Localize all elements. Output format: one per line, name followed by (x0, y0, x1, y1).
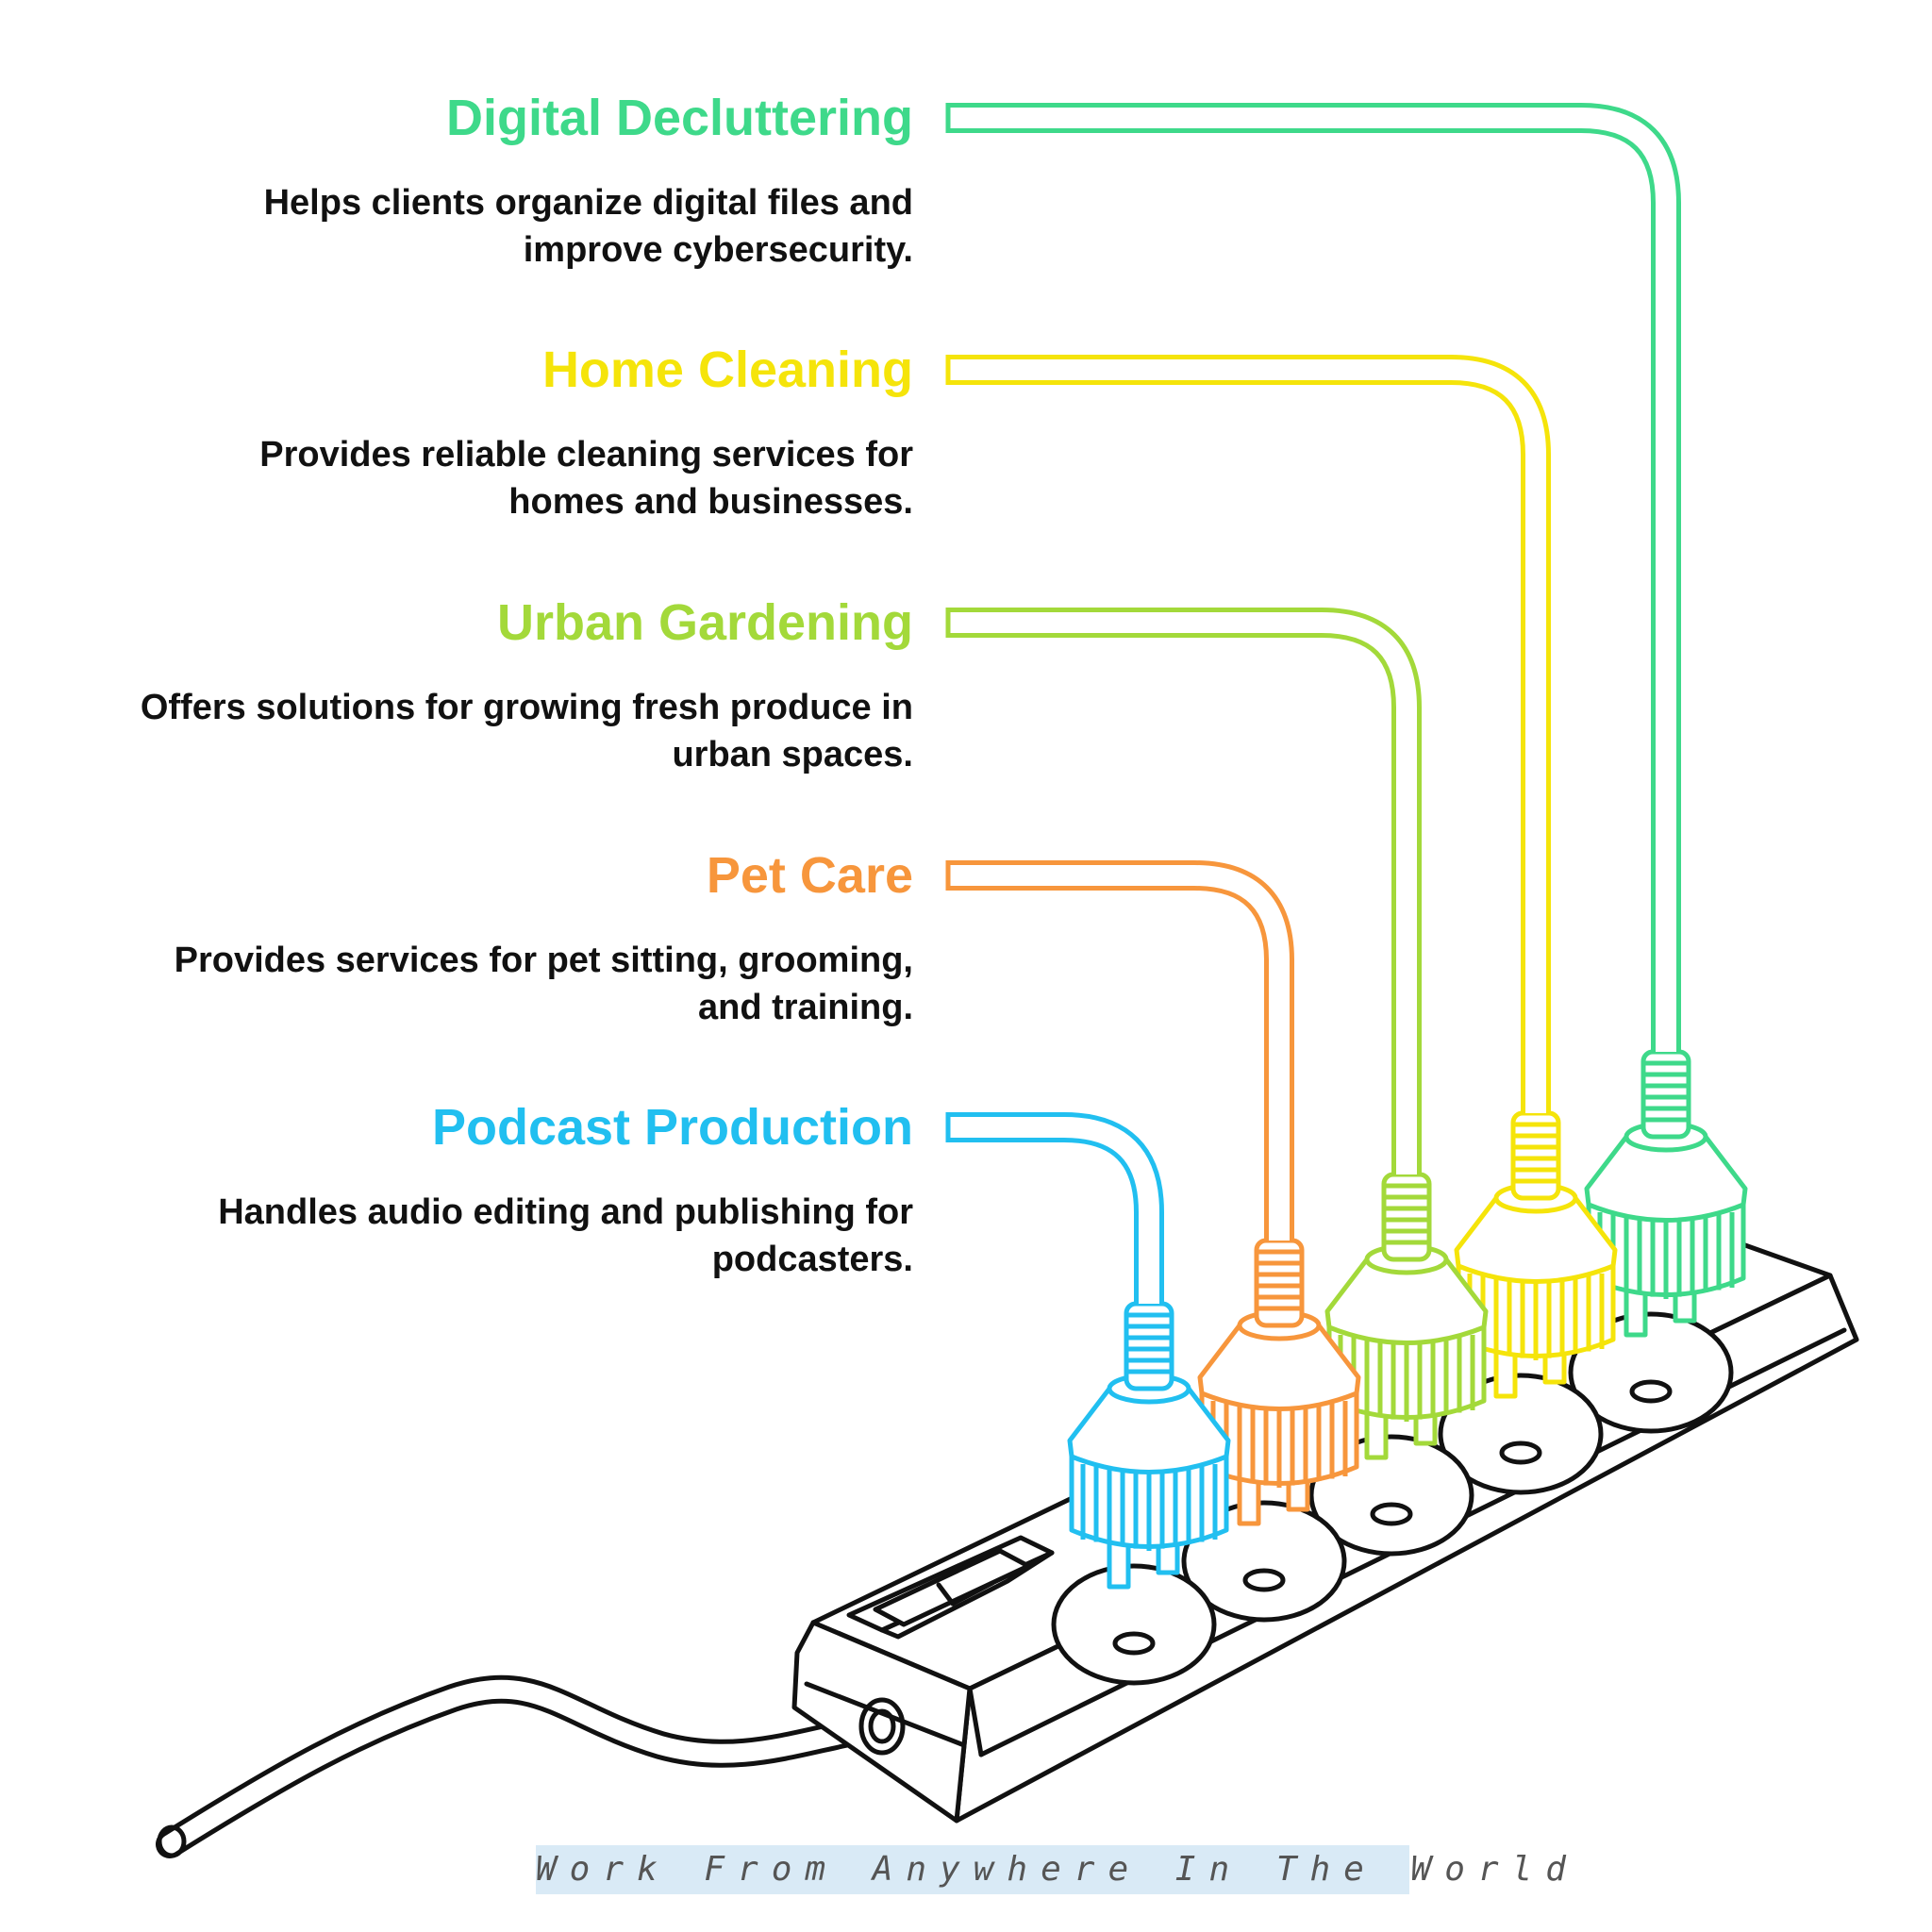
socket (1051, 1563, 1217, 1686)
item-description: Handles audio editing and publishing for… (218, 1192, 913, 1279)
cable (945, 103, 1681, 1052)
item-title: Podcast Production (431, 1099, 913, 1156)
item-description: Provides services for pet sitting, groom… (174, 941, 913, 1027)
item-title: Digital Decluttering (445, 90, 913, 146)
plugs (1067, 1049, 1748, 1590)
cable (945, 860, 1294, 1241)
plug (1197, 1238, 1361, 1526)
item-title: Urban Gardening (496, 594, 913, 651)
power-cord (156, 1674, 901, 1858)
plug (1584, 1049, 1748, 1338)
item-title: Pet Care (706, 847, 913, 904)
cables (945, 103, 1681, 1304)
item-description: Provides reliable cleaning services for … (259, 435, 913, 522)
cable (945, 608, 1422, 1174)
strip-end-face (791, 1620, 973, 1824)
item-description: Helps clients organize digital files and… (263, 183, 913, 270)
plug (1454, 1110, 1618, 1399)
power-switch-icon (846, 1535, 1055, 1640)
item-description: Offers solutions for growing fresh produ… (140, 688, 913, 774)
cable (945, 1112, 1164, 1304)
item-title: Home Cleaning (541, 341, 913, 398)
cable (945, 355, 1551, 1113)
plug (1067, 1301, 1231, 1590)
cord-entry (858, 1697, 906, 1756)
socket (1568, 1311, 1734, 1434)
footer-caption: Work From Anywhere In The World (536, 1845, 1566, 1894)
